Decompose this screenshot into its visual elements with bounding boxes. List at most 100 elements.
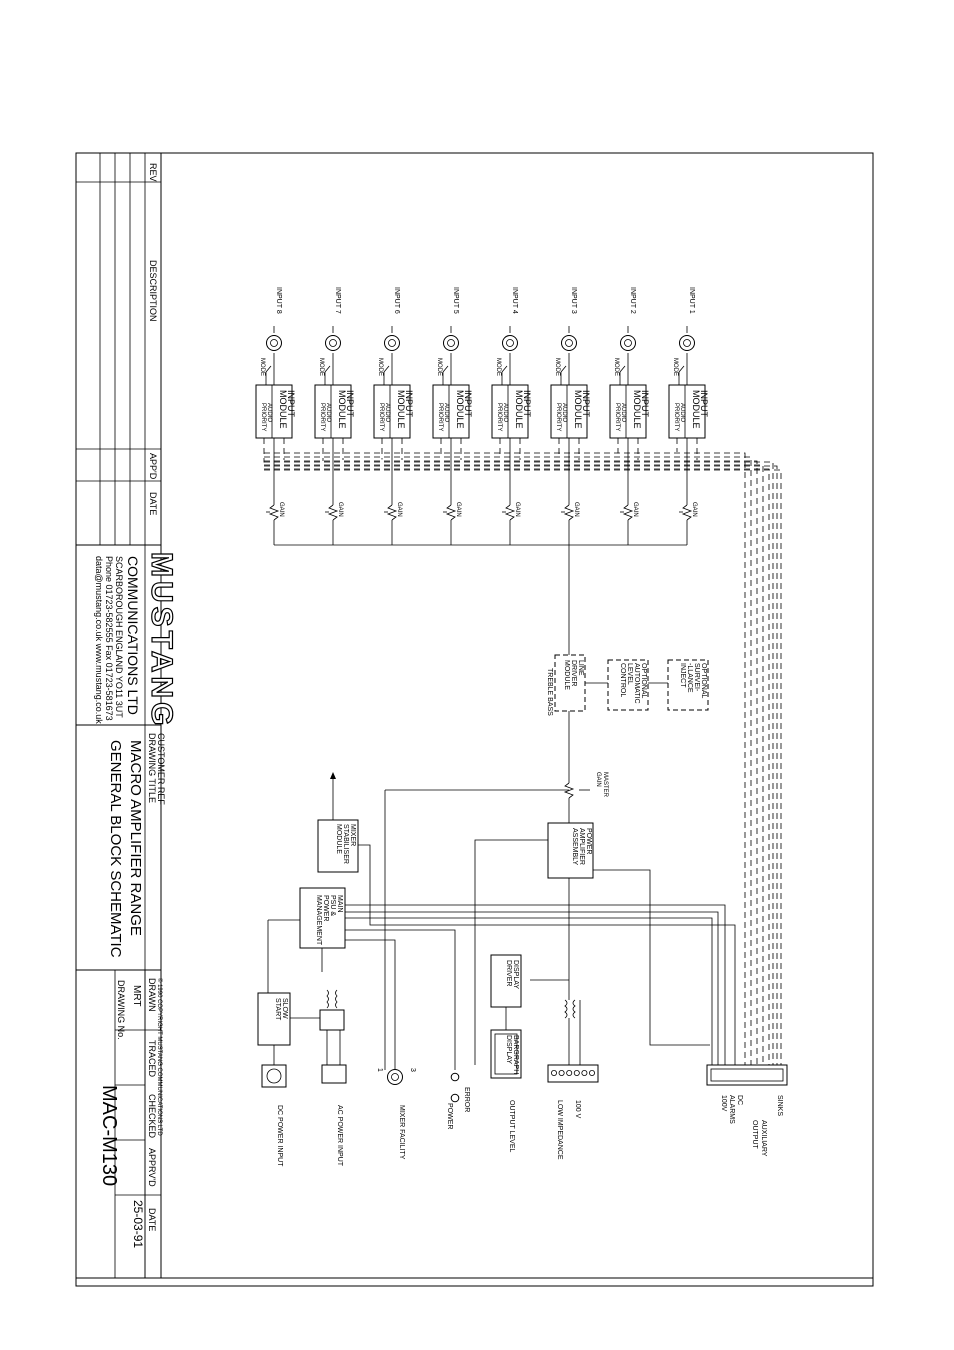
drawing-title-line1: MACRO AMPLIFIER RANGE [127, 740, 144, 936]
mixer-stabiliser-label: MIXER [349, 824, 356, 846]
wire [345, 904, 726, 1065]
wire [264, 452, 746, 1065]
mode-label: MODE [672, 358, 678, 376]
wire [358, 844, 736, 1065]
input-module-block [373, 384, 411, 439]
input-connector-pin [447, 339, 455, 347]
line-driver-label: LINE [577, 660, 584, 676]
input-label: INPUT 3 [570, 287, 577, 314]
power-amplifier-label: POWER [585, 828, 592, 854]
input-label: INPUT 1 [688, 287, 695, 314]
wire [622, 504, 634, 521]
wire [474, 839, 548, 1065]
power-amplifier-block [547, 822, 594, 879]
wire [345, 929, 456, 1070]
main-psu-label: MAIN [336, 895, 343, 913]
customer-ref: CUSTOMER REF [156, 733, 166, 805]
company-phone: Phone 01723-582555 Fax 01723-581673 [104, 556, 114, 721]
input-module-sub: PRIORITY [260, 403, 266, 431]
input-module-block [491, 384, 529, 439]
input-label: INPUT 6 [393, 287, 400, 314]
drawing-frame [75, 152, 874, 1287]
drawn-by: MRT [131, 985, 142, 1006]
input-module-sub: PRIORITY [437, 403, 443, 431]
optional-surveillance-label: INJECT [679, 663, 686, 688]
input-module-label: MODULE [337, 390, 347, 429]
mixer-pin1-label: 1 [376, 1068, 383, 1072]
drawing-title-line2: GENERAL BLOCK SCHEMATIC [107, 740, 124, 958]
input-module-label: INPUT [522, 390, 532, 418]
input-module-label: INPUT [640, 390, 650, 418]
input-module-label: MODULE [514, 390, 524, 429]
input-module-label: MODULE [278, 390, 288, 429]
transformer-icon [326, 989, 329, 1009]
input-label: INPUT 7 [334, 287, 341, 314]
input-module-sub: AUDIO [325, 403, 331, 422]
mixer-stabiliser-label: MODULE [335, 824, 342, 854]
mixer-stabiliser-label: STABILISER [342, 824, 349, 864]
wire [445, 504, 457, 521]
input-connector-pin [270, 339, 278, 347]
optional-alc-label: AUTOMATIC [633, 663, 640, 704]
power-led-icon [450, 1093, 460, 1103]
wire [345, 917, 713, 1065]
auxiliary-output-label: AUXILIARY [760, 1120, 767, 1157]
wire [264, 468, 770, 1065]
input-connector-icon [266, 335, 282, 351]
optional-surveillance-block [667, 659, 709, 711]
dc-power-label: DC POWER INPUT [276, 1105, 283, 1167]
wire [383, 365, 390, 373]
description-header: DESCRIPTION [148, 260, 158, 322]
input-module-sub: AUDIO [384, 403, 390, 422]
mixer-pin3-label: 3 [409, 1068, 416, 1072]
date-value: 25-03-91 [131, 1200, 145, 1248]
drawn-label: DRAWN [147, 978, 157, 1012]
optional-alc-label: LEVEL [626, 663, 633, 685]
bargraph-label: DISPLAY [505, 1035, 512, 1064]
wire [560, 365, 567, 373]
low-impedance-connector [547, 1064, 599, 1083]
output-level-label: OUTPUT LEVEL [508, 1100, 515, 1152]
input-label: INPUT 8 [275, 287, 282, 314]
optional-surveillance-label: SURVEI- [693, 663, 700, 692]
input-module-sub: AUDIO [620, 403, 626, 422]
input-module-sub: AUDIO [266, 403, 272, 422]
input-module-block [432, 384, 470, 439]
wire [265, 365, 272, 373]
apprvd-label: APPRV'D [147, 1148, 157, 1187]
optional-alc-block [607, 659, 649, 711]
input-connector-icon [443, 335, 459, 351]
dc-power-connector [261, 1064, 287, 1088]
mixer-stabiliser-block [317, 819, 359, 873]
date2-label: DATE [147, 1208, 157, 1231]
input-module-sub: AUDIO [561, 403, 567, 422]
mode-label: MODE [495, 358, 501, 376]
input-connector-pin [565, 339, 573, 347]
bargraph-display-inner [494, 1033, 518, 1075]
v100-label: 100 V [574, 1100, 581, 1119]
error-led-icon [450, 1072, 460, 1082]
optional-surveillance-label: OPTIONAL [700, 663, 707, 699]
error-label: ERROR [463, 1087, 470, 1112]
terminal-pin [573, 1070, 580, 1077]
company-web: data@mustang.co.uk www.mustang.co.uk [94, 556, 104, 724]
line-driver-label: MODULE [563, 660, 570, 690]
slow-start-label: SLOW [281, 998, 288, 1019]
appd-header: APP'D [148, 453, 158, 480]
input-module-label: MODULE [455, 390, 465, 429]
connector-inner [710, 1068, 784, 1082]
input-module-label: MODULE [573, 390, 583, 429]
mode-label: MODE [259, 358, 265, 376]
input-module-label: INPUT [404, 390, 414, 418]
drawing-no-label: DRAWING No. [116, 980, 126, 1040]
optional-surveillance-label: -LLANCE [686, 663, 693, 693]
input-module-sub: AUDIO [502, 403, 508, 422]
transformer-icon [335, 989, 338, 1009]
mode-label: MODE [436, 358, 442, 376]
input-module-label: INPUT [699, 390, 709, 418]
terminal-pin [581, 1070, 588, 1077]
